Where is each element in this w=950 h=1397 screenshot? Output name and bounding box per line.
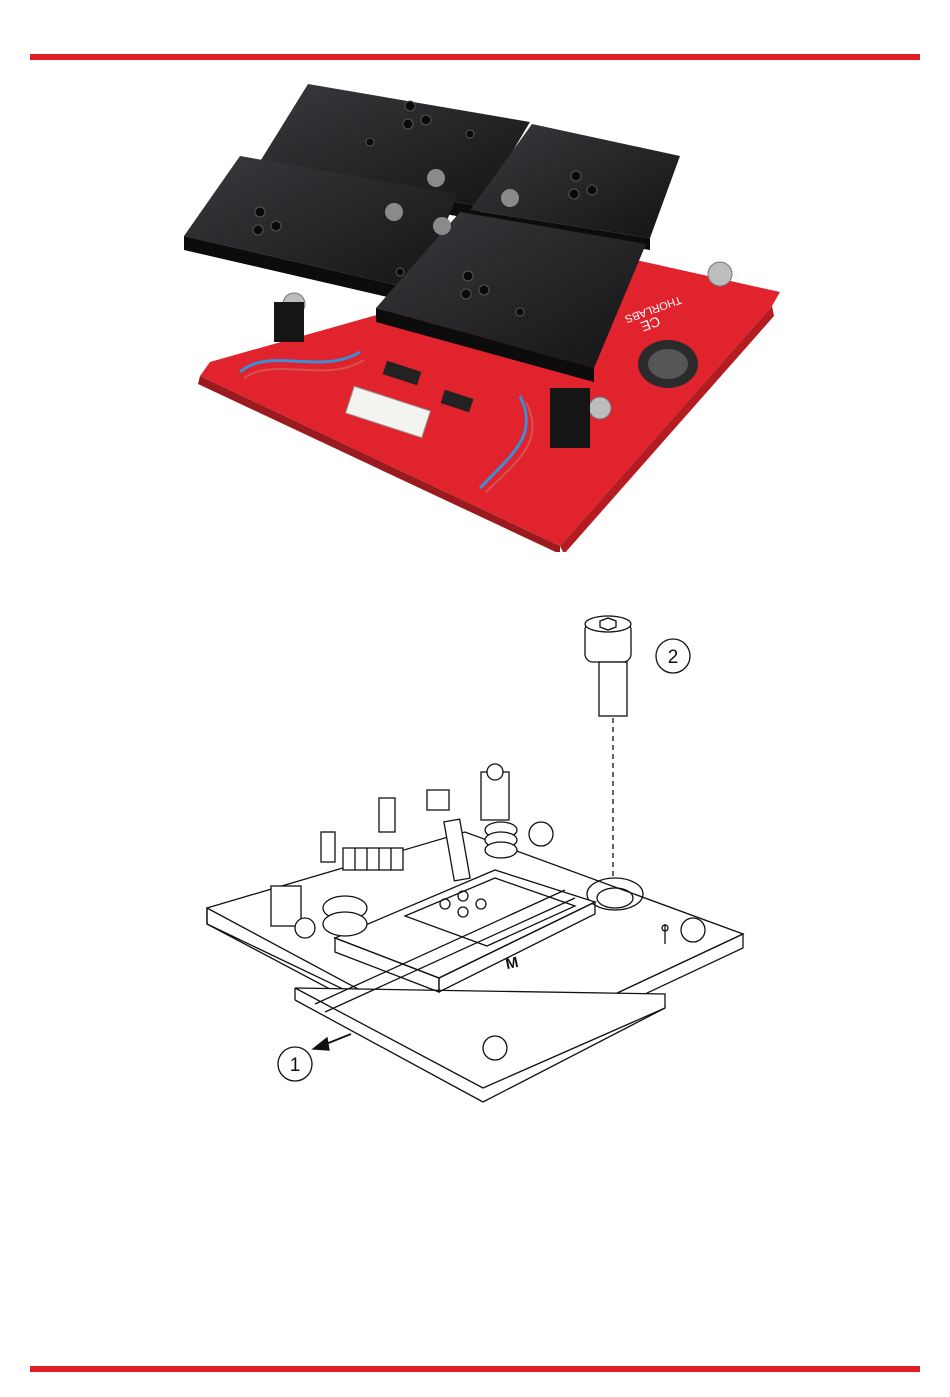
callout-1-label: 1 — [290, 1055, 301, 1076]
stage-plates — [184, 84, 680, 382]
product-photo: THORLABS CE — [180, 76, 790, 552]
bracket — [271, 886, 301, 926]
header-rule — [30, 54, 920, 60]
screw-icon — [708, 262, 732, 286]
connector — [343, 848, 403, 870]
arrow-icon — [313, 1038, 329, 1050]
callout-2-label: 2 — [668, 647, 679, 668]
assembly-drawing: 2 1 M — [195, 608, 755, 1120]
footer-rule — [30, 1366, 920, 1372]
